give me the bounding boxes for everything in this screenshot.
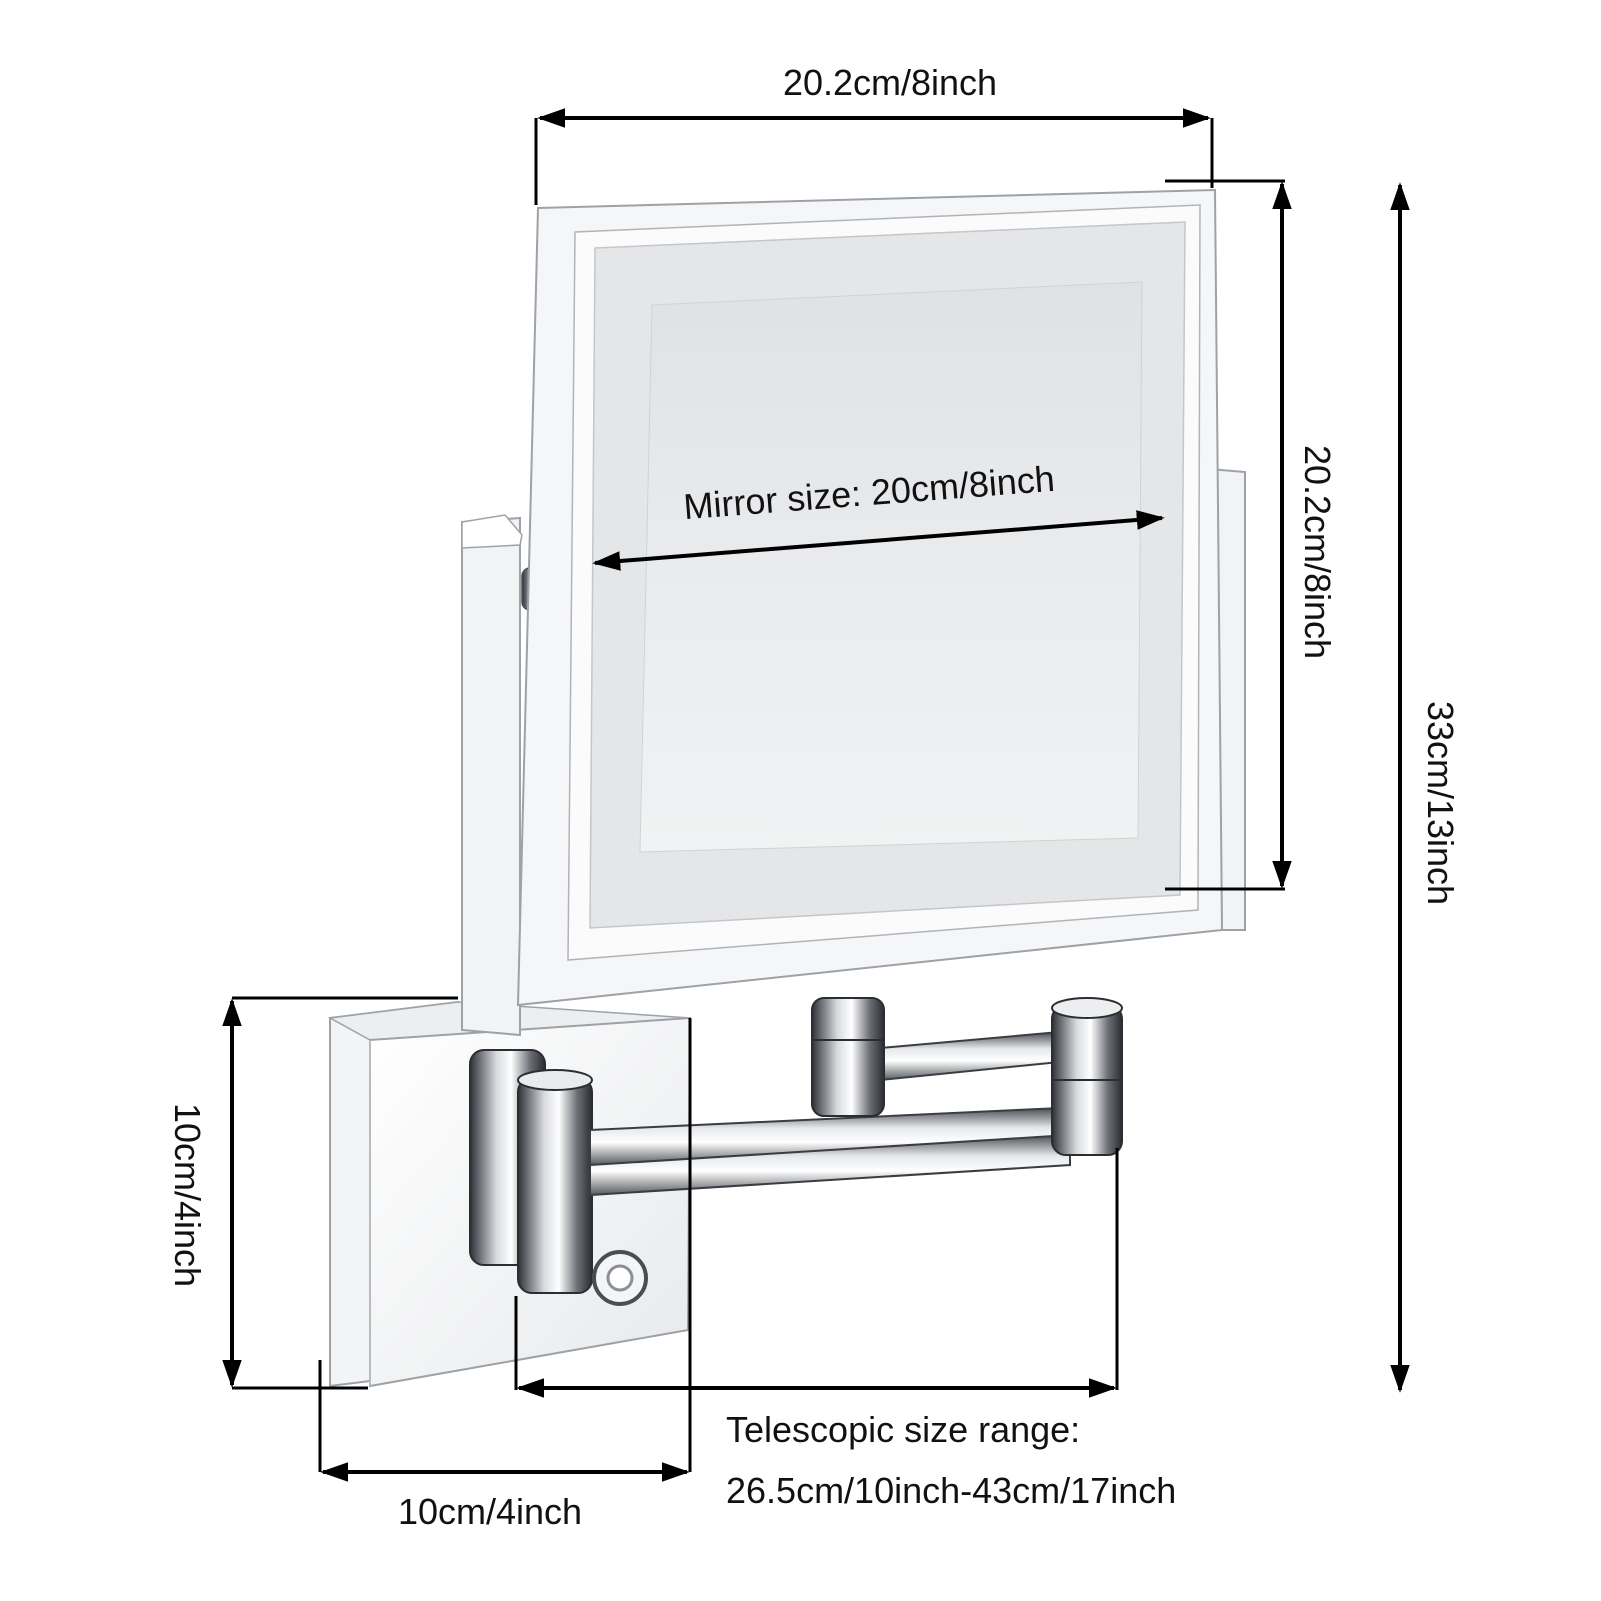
telescopic-title-label: Telescopic size range: [726, 1409, 1080, 1450]
base-height-label: 10cm/4inch [167, 1103, 208, 1287]
mirror-height-label: 20.2cm/8inch [1297, 445, 1338, 659]
total-height-label: 33cm/13inch [1420, 701, 1461, 905]
base-width-label: 10cm/4inch [398, 1491, 582, 1532]
dimension-lines [222, 108, 1410, 1482]
mirror-frame [516, 188, 1224, 1007]
telescopic-arms [589, 997, 1123, 1197]
mirror-illustration [327, 188, 1246, 1388]
telescopic-range-label: 26.5cm/10inch-43cm/17inch [726, 1470, 1176, 1511]
wall-pivot [469, 1049, 648, 1306]
mirror-width-label: 20.2cm/8inch [783, 62, 997, 103]
